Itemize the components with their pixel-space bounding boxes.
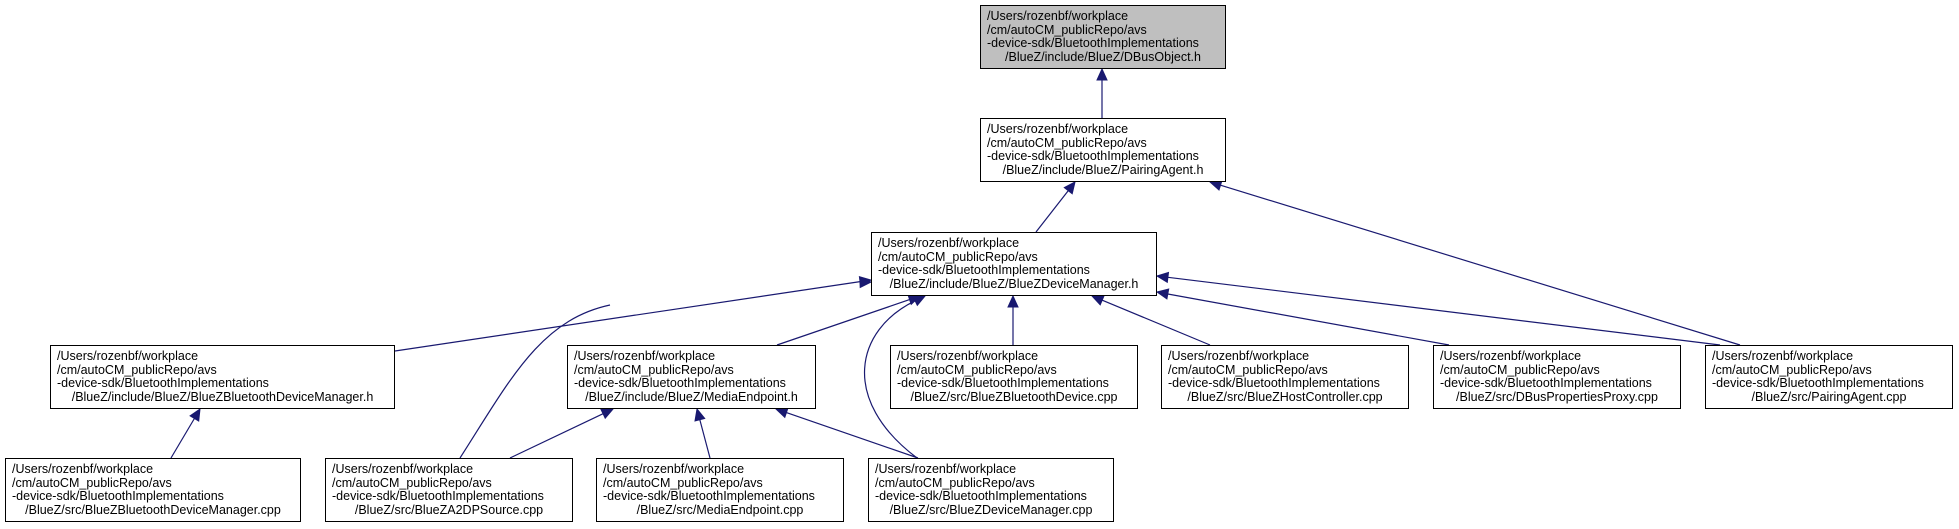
edge-mediaendpoint_cpp-to-mediaendpoint_h bbox=[699, 419, 711, 459]
file-node-mediaendpoint_h[interactable]: /Users/rozenbf/workplace/cm/autoCM_publi… bbox=[567, 345, 816, 409]
edge-bluezhostcontroller_cpp-to-bluezdevicemanager_h bbox=[1101, 299, 1211, 346]
file-node-label-line: /cm/autoCM_publicRepo/avs bbox=[1712, 362, 1872, 377]
edge-bluezbluetoothdevicemanager_h-to-bluezdevicemanager_h bbox=[394, 281, 861, 352]
file-node-label-line: /Users/rozenbf/workplace bbox=[603, 462, 745, 476]
file-node-label-line: -device-sdk/BluetoothImplementations bbox=[12, 489, 224, 504]
file-node-pairingagent_h[interactable]: /Users/rozenbf/workplace/cm/autoCM_publi… bbox=[980, 118, 1226, 182]
file-node-label-line: /cm/autoCM_publicRepo/avs bbox=[878, 249, 1038, 264]
file-node-label-line: -device-sdk/BluetoothImplementations bbox=[1168, 376, 1380, 391]
arrowhead-bluezdevicemanager_h bbox=[1155, 288, 1170, 300]
file-node-label-line: /cm/autoCM_publicRepo/avs bbox=[897, 362, 1057, 377]
file-node-mediaendpoint_cpp[interactable]: /Users/rozenbf/workplace/cm/autoCM_publi… bbox=[596, 458, 844, 522]
file-node-label-line: -device-sdk/BluetoothImplementations bbox=[897, 376, 1109, 391]
edge-pairingagent_cpp-to-bluezdevicemanager_h bbox=[1167, 276, 1721, 346]
file-node-label-line: /BlueZ/src/BlueZBluetoothDevice.cpp bbox=[910, 389, 1118, 404]
arrowhead-bluezbluetoothdevicemanager_h bbox=[189, 407, 201, 422]
arrowhead-bluezdevicemanager_h bbox=[859, 276, 873, 289]
file-node-bluezhostcontroller_cpp[interactable]: /Users/rozenbf/workplace/cm/autoCM_publi… bbox=[1161, 345, 1409, 409]
edge-bluezdevicemanager_cpp-to-mediaendpoint_h bbox=[786, 412, 919, 459]
file-node-label-line: -device-sdk/BluetoothImplementations bbox=[987, 149, 1199, 164]
file-node-label-line: -device-sdk/BluetoothImplementations bbox=[332, 489, 544, 504]
arrowhead-dbusobject_h bbox=[1096, 67, 1108, 81]
edge-bluezbluetoothdevicemanager_cpp-to-bluezbluetoothdevicemanager_h bbox=[170, 418, 195, 459]
file-node-dbuspropertiesproxy_cpp[interactable]: /Users/rozenbf/workplace/cm/autoCM_publi… bbox=[1433, 345, 1681, 409]
file-node-label-line: /Users/rozenbf/workplace bbox=[878, 236, 1020, 250]
file-node-label-line: /cm/autoCM_publicRepo/avs bbox=[12, 475, 172, 490]
file-node-label-line: /Users/rozenbf/workplace bbox=[1440, 349, 1582, 363]
file-node-label-line: /Users/rozenbf/workplace bbox=[897, 349, 1039, 363]
file-node-bluezbluetoothdevicemanager_cpp[interactable]: /Users/rozenbf/workplace/cm/autoCM_publi… bbox=[5, 458, 301, 522]
file-node-label-line: -device-sdk/BluetoothImplementations bbox=[1440, 376, 1652, 391]
file-node-label-line: /Users/rozenbf/workplace bbox=[332, 462, 474, 476]
arrowhead-bluezdevicemanager_h bbox=[912, 295, 927, 307]
file-node-label-line: /Users/rozenbf/workplace bbox=[1168, 349, 1310, 363]
file-node-label-line: -device-sdk/BluetoothImplementations bbox=[878, 263, 1090, 278]
file-node-label-line: /Users/rozenbf/workplace bbox=[12, 462, 154, 476]
file-node-label-line: /BlueZ/include/BlueZ/DBusObject.h bbox=[1005, 49, 1201, 64]
file-node-label-line: /cm/autoCM_publicRepo/avs bbox=[875, 475, 1035, 490]
file-node-label-line: /BlueZ/src/BlueZA2DPSource.cpp bbox=[354, 502, 544, 517]
file-node-label-line: /cm/autoCM_publicRepo/avs bbox=[1440, 362, 1600, 377]
file-node-label-line: -device-sdk/BluetoothImplementations bbox=[57, 376, 269, 391]
file-node-label-line: /cm/autoCM_publicRepo/avs bbox=[603, 475, 763, 490]
file-node-label-line: -device-sdk/BluetoothImplementations bbox=[1712, 376, 1924, 391]
file-node-label-line: /cm/autoCM_publicRepo/avs bbox=[57, 362, 217, 377]
file-node-label-line: /cm/autoCM_publicRepo/avs bbox=[332, 475, 492, 490]
file-node-label-line: -device-sdk/BluetoothImplementations bbox=[574, 376, 786, 391]
file-node-label-line: /BlueZ/src/MediaEndpoint.cpp bbox=[636, 502, 804, 517]
file-node-bluezdevicemanager_h[interactable]: /Users/rozenbf/workplace/cm/autoCM_publi… bbox=[871, 232, 1157, 296]
file-node-label-line: -device-sdk/BluetoothImplementations bbox=[987, 36, 1199, 51]
file-node-label-line: -device-sdk/BluetoothImplementations bbox=[603, 489, 815, 504]
file-node-label-line: /BlueZ/include/BlueZ/PairingAgent.h bbox=[1002, 162, 1204, 177]
file-node-label-line: /BlueZ/src/PairingAgent.cpp bbox=[1751, 389, 1907, 404]
arrowhead-bluezdevicemanager_h bbox=[1155, 271, 1170, 284]
file-node-bluezbluetoothdevicemanager_h[interactable]: /Users/rozenbf/workplace/cm/autoCM_publi… bbox=[50, 345, 395, 409]
arrowhead-bluezdevicemanager_h bbox=[1007, 294, 1019, 308]
file-node-label-line: /BlueZ/src/BlueZDeviceManager.cpp bbox=[889, 502, 1093, 517]
file-node-label-line: /BlueZ/src/DBusPropertiesProxy.cpp bbox=[1456, 389, 1658, 404]
file-node-pairingagent_cpp[interactable]: /Users/rozenbf/workplace/cm/autoCM_publi… bbox=[1705, 345, 1953, 409]
file-node-label-line: /cm/autoCM_publicRepo/avs bbox=[1168, 362, 1328, 377]
file-node-label-line: /cm/autoCM_publicRepo/avs bbox=[574, 362, 734, 377]
file-node-bluezbluetoothdevice_cpp[interactable]: /Users/rozenbf/workplace/cm/autoCM_publi… bbox=[890, 345, 1138, 409]
file-node-label-line: /Users/rozenbf/workplace bbox=[574, 349, 716, 363]
file-node-label-line: /Users/rozenbf/workplace bbox=[1712, 349, 1854, 363]
arrowhead-mediaendpoint_h bbox=[774, 407, 789, 419]
file-node-label-line: /cm/autoCM_publicRepo/avs bbox=[987, 22, 1147, 37]
file-node-label-line: /cm/autoCM_publicRepo/avs bbox=[987, 135, 1147, 150]
edge-mediaendpoint_h-to-bluezdevicemanager_h bbox=[776, 299, 910, 346]
file-node-label-line: -device-sdk/BluetoothImplementations bbox=[875, 489, 1087, 504]
file-node-label-line: /Users/rozenbf/workplace bbox=[875, 462, 1017, 476]
file-node-label-line: /BlueZ/src/BlueZBluetoothDeviceManager.c… bbox=[25, 502, 281, 517]
edge-pairingagent_cpp-to-pairingagent_h bbox=[1220, 184, 1741, 346]
arrowhead-mediaendpoint_h bbox=[600, 408, 615, 420]
file-node-label-line: /BlueZ/src/BlueZHostController.cpp bbox=[1187, 389, 1383, 404]
edge-blueza2dpsource_cpp-to-mediaendpoint_h bbox=[509, 413, 604, 459]
arrowhead-mediaendpoint_h bbox=[694, 407, 706, 422]
file-node-dbusobject_h[interactable]: /Users/rozenbf/workplace/cm/autoCM_publi… bbox=[980, 5, 1226, 69]
edge-bluezdevicemanager_cpp-to-bluezdevicemanager_h bbox=[864, 300, 918, 459]
file-node-label-line: /Users/rozenbf/workplace bbox=[57, 349, 199, 363]
arrowhead-bluezdevicemanager_h bbox=[1090, 295, 1105, 306]
file-node-label-line: /BlueZ/include/BlueZ/BlueZBluetoothDevic… bbox=[71, 389, 374, 404]
file-node-blueza2dpsource_cpp[interactable]: /Users/rozenbf/workplace/cm/autoCM_publi… bbox=[325, 458, 573, 522]
file-node-label-line: /Users/rozenbf/workplace bbox=[987, 122, 1129, 136]
edge-dbuspropertiesproxy_cpp-to-bluezdevicemanager_h bbox=[1167, 293, 1450, 346]
edge-bluezdevicemanager_h-to-pairingagent_h bbox=[1035, 190, 1069, 233]
file-node-label-line: /Users/rozenbf/workplace bbox=[987, 9, 1129, 23]
file-node-label-line: /BlueZ/include/BlueZ/BlueZDeviceManager.… bbox=[889, 276, 1139, 291]
arrowhead-pairingagent_h bbox=[1063, 181, 1076, 195]
file-node-label-line: /BlueZ/include/BlueZ/MediaEndpoint.h bbox=[585, 389, 798, 404]
edge-blueza2dpsource_cpp-to-bluezdevicemanager_h bbox=[459, 304, 611, 459]
file-node-bluezdevicemanager_cpp[interactable]: /Users/rozenbf/workplace/cm/autoCM_publi… bbox=[868, 458, 1114, 522]
